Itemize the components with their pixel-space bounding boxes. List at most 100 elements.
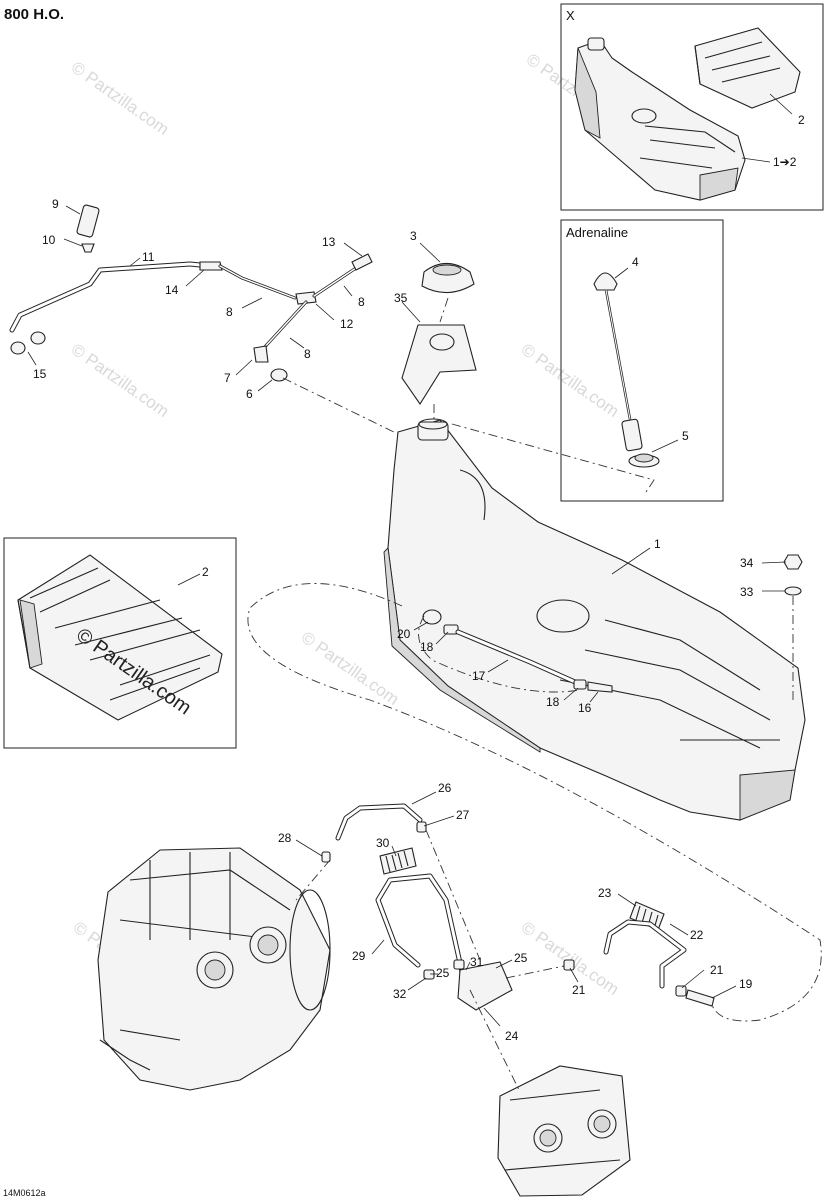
fuel-tank xyxy=(383,418,806,821)
callout-label: 35 xyxy=(394,291,408,305)
clamp xyxy=(573,679,587,690)
t-fitting xyxy=(295,291,317,305)
inset-adrenaline: Adrenaline 4 5 xyxy=(560,219,724,502)
vent-line-assembly xyxy=(9,204,373,382)
grommet-20 xyxy=(422,609,442,625)
leaders xyxy=(27,205,787,1027)
callout-label: 28 xyxy=(278,831,292,845)
fuel-hose-22 xyxy=(603,919,687,989)
fuel-tank-small xyxy=(574,37,746,201)
callout-label: 10 xyxy=(42,233,56,247)
vent-clip xyxy=(76,204,100,238)
check-valve xyxy=(199,261,223,271)
watermark: © Partzilla.com xyxy=(518,918,623,999)
clamp xyxy=(675,985,687,997)
protective-sleeve xyxy=(379,847,417,875)
reference-lines xyxy=(247,297,822,1093)
callout-label: 5 xyxy=(682,429,689,443)
callout-label: 16 xyxy=(578,701,592,715)
drawing-code: 14M0612a xyxy=(3,1188,46,1198)
callout-label: 7 xyxy=(224,371,231,385)
callout-label: 25 xyxy=(436,966,450,980)
elbow-fitting xyxy=(253,345,269,363)
fuel-pump xyxy=(457,961,513,1011)
callout-label: 6 xyxy=(246,387,253,401)
fuel-lines xyxy=(321,803,715,1011)
cap xyxy=(30,331,46,345)
callout-label: 2 xyxy=(202,565,209,579)
callout-label: 25 xyxy=(514,951,528,965)
callout-label: 4 xyxy=(632,255,639,269)
grommet xyxy=(628,453,660,468)
inset-left-frame xyxy=(3,537,237,749)
watermark: © Partzilla.com xyxy=(518,340,623,421)
washer xyxy=(784,586,802,596)
rollover-valve xyxy=(351,253,373,271)
callout-label: 24 xyxy=(505,1029,519,1043)
callout-label: 3 xyxy=(410,229,417,243)
engine xyxy=(97,847,331,1091)
callout-label: 1➔2 xyxy=(773,155,797,169)
in-line-filter xyxy=(685,989,715,1007)
callout-label: 11 xyxy=(142,250,155,264)
fuel-cap xyxy=(421,262,475,294)
callout-label: 12 xyxy=(340,317,354,331)
carburetor-assembly xyxy=(497,1065,631,1197)
watermark: © Partzilla.com xyxy=(298,628,403,709)
callout-label: 27 xyxy=(456,808,470,822)
callout-label: 31 xyxy=(470,955,484,969)
callout-label: 2 xyxy=(798,113,805,127)
fuel-filter xyxy=(587,681,613,693)
callout-label: 18 xyxy=(546,695,560,709)
callout-label: 8 xyxy=(358,295,365,309)
callout-label: 23 xyxy=(598,886,612,900)
callout-label: 33 xyxy=(740,585,754,599)
watermark: © Partzilla.com xyxy=(68,340,173,421)
push-rivet xyxy=(81,243,95,253)
clamp xyxy=(563,959,575,971)
callout-label: 9 xyxy=(52,197,59,211)
fuel-level-sensor xyxy=(593,272,643,452)
inset-x-title: X xyxy=(566,8,575,23)
callout-label: 17 xyxy=(472,669,486,683)
inset-seat-support: 2 © Partzilla.com xyxy=(3,537,237,749)
callout-label: 20 xyxy=(397,627,411,641)
tank-outlet xyxy=(422,609,613,693)
callout-label: 26 xyxy=(438,781,452,795)
inset-adrenaline-frame xyxy=(560,219,724,502)
vent-hose xyxy=(9,261,213,333)
callout-label: 14 xyxy=(165,283,179,297)
callout-label: 8 xyxy=(304,347,311,361)
callout-label: 29 xyxy=(352,949,366,963)
inset-x-frame xyxy=(560,3,824,211)
diagram-title: 800 H.O. xyxy=(4,6,64,23)
callouts: 9 10 11 14 15 13 3 8 8 8 12 35 7 6 1 34 … xyxy=(33,197,754,1043)
callout-label: 30 xyxy=(376,836,390,850)
callout-label: 18 xyxy=(420,640,434,654)
watermark: © Partzilla.com xyxy=(68,58,173,139)
callout-label: 34 xyxy=(740,556,754,570)
clamp xyxy=(416,821,427,833)
nipple xyxy=(321,851,331,863)
inset-adrenaline-title: Adrenaline xyxy=(566,225,628,240)
callout-label: 21 xyxy=(710,963,724,977)
nut xyxy=(783,554,803,570)
callout-label: 32 xyxy=(393,987,407,1001)
seat-support-large xyxy=(17,554,223,721)
hardware xyxy=(783,554,803,596)
callout-label: 21 xyxy=(572,983,586,997)
cap xyxy=(10,341,26,355)
inset-x: X 2 1➔2 xyxy=(560,3,824,211)
callout-label: 19 xyxy=(739,977,753,991)
cap-holder xyxy=(401,324,477,406)
callout-label: 8 xyxy=(226,305,233,319)
callout-label: 1 xyxy=(654,537,661,551)
clamp xyxy=(453,959,465,970)
callout-label: 22 xyxy=(690,928,704,942)
callout-label: 13 xyxy=(322,235,336,249)
seat-support-small xyxy=(694,27,801,109)
clamp xyxy=(423,969,435,980)
callout-label: 15 xyxy=(33,367,47,381)
fuel-hose-29 xyxy=(375,873,465,975)
